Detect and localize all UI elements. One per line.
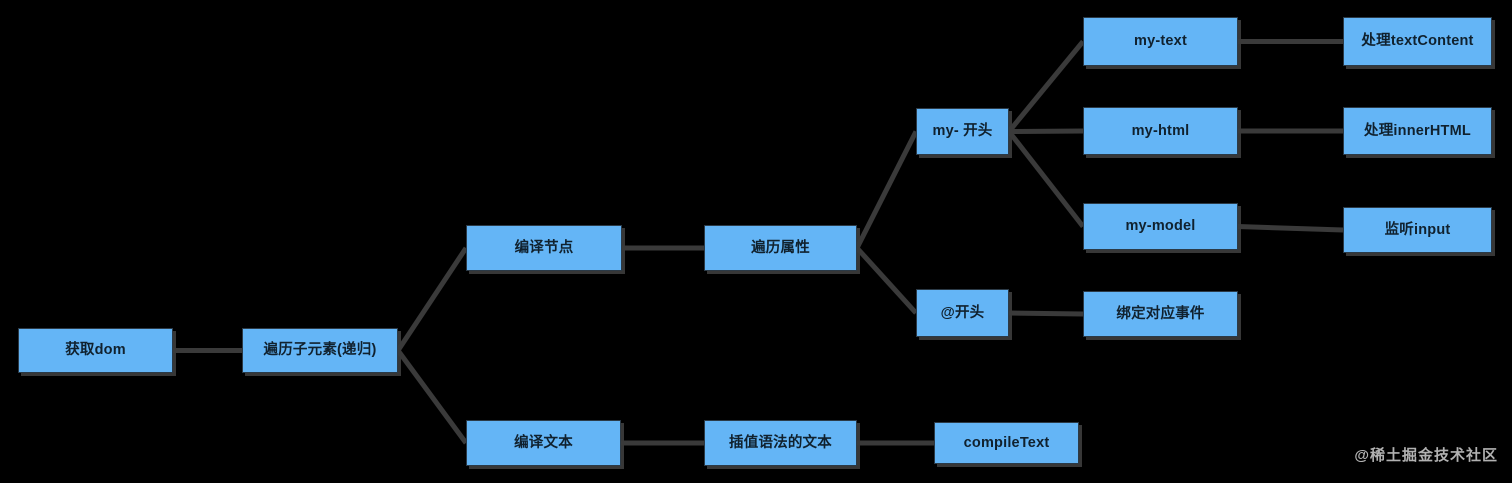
- edge-my-prefix-to-my-model: [1007, 129, 1085, 229]
- node-label: 处理textContent: [1361, 33, 1474, 50]
- edge-traverse-child-to-compile-text: [395, 349, 469, 445]
- node-my-text[interactable]: my-text: [1083, 17, 1238, 66]
- node-label: my- 开头: [932, 123, 993, 140]
- node-bind-event[interactable]: 绑定对应事件: [1083, 291, 1238, 337]
- node-label: 处理innerHTML: [1364, 122, 1471, 139]
- node-my-prefix[interactable]: my- 开头: [916, 108, 1009, 155]
- watermark: @稀土掘金技术社区: [1354, 447, 1498, 464]
- node-label: compileText: [963, 434, 1050, 451]
- edge-traverse-child-to-compile-node: [395, 246, 469, 352]
- node-my-html[interactable]: my-html: [1083, 107, 1238, 155]
- node-traverse-child[interactable]: 遍历子元素(递归): [242, 328, 398, 373]
- node-compile-text[interactable]: 编译文本: [466, 420, 621, 466]
- edge-traverse-attr-to-at-prefix: [855, 246, 918, 315]
- node-label: my-model: [1125, 218, 1196, 235]
- edge-my-model-to-listen-input: [1237, 224, 1344, 233]
- node-get-dom[interactable]: 获取dom: [18, 328, 173, 373]
- node-label: 遍历子元素(递归): [263, 342, 377, 359]
- node-at-prefix[interactable]: @开头: [916, 289, 1009, 337]
- node-handle-text[interactable]: 处理textContent: [1343, 17, 1492, 66]
- edge-my-prefix-to-my-html: [1008, 128, 1084, 134]
- node-my-model[interactable]: my-model: [1083, 203, 1238, 250]
- edge-my-prefix-to-my-text: [1007, 39, 1085, 134]
- node-label: 监听input: [1384, 221, 1451, 238]
- node-label: @开头: [940, 304, 985, 321]
- node-listen-input[interactable]: 监听input: [1343, 207, 1492, 253]
- node-label: my-html: [1131, 122, 1190, 139]
- node-label: 遍历属性: [751, 239, 810, 256]
- node-label: 插值语法的文本: [729, 434, 832, 451]
- node-label: my-text: [1134, 33, 1187, 50]
- node-label: 编译文本: [514, 434, 573, 451]
- node-interp-text[interactable]: 插值语法的文本: [704, 420, 857, 466]
- node-label: 获取dom: [65, 342, 126, 359]
- node-label: 编译节点: [514, 239, 574, 256]
- edge-at-prefix-to-bind-event: [1008, 310, 1084, 317]
- node-handle-inner[interactable]: 处理innerHTML: [1343, 107, 1492, 155]
- node-compile-node[interactable]: 编译节点: [466, 225, 622, 271]
- node-label: 绑定对应事件: [1116, 305, 1205, 322]
- edge-traverse-attr-to-my-prefix: [854, 130, 919, 250]
- node-compileText-fn[interactable]: compileText: [934, 422, 1079, 464]
- node-traverse-attr[interactable]: 遍历属性: [704, 225, 857, 271]
